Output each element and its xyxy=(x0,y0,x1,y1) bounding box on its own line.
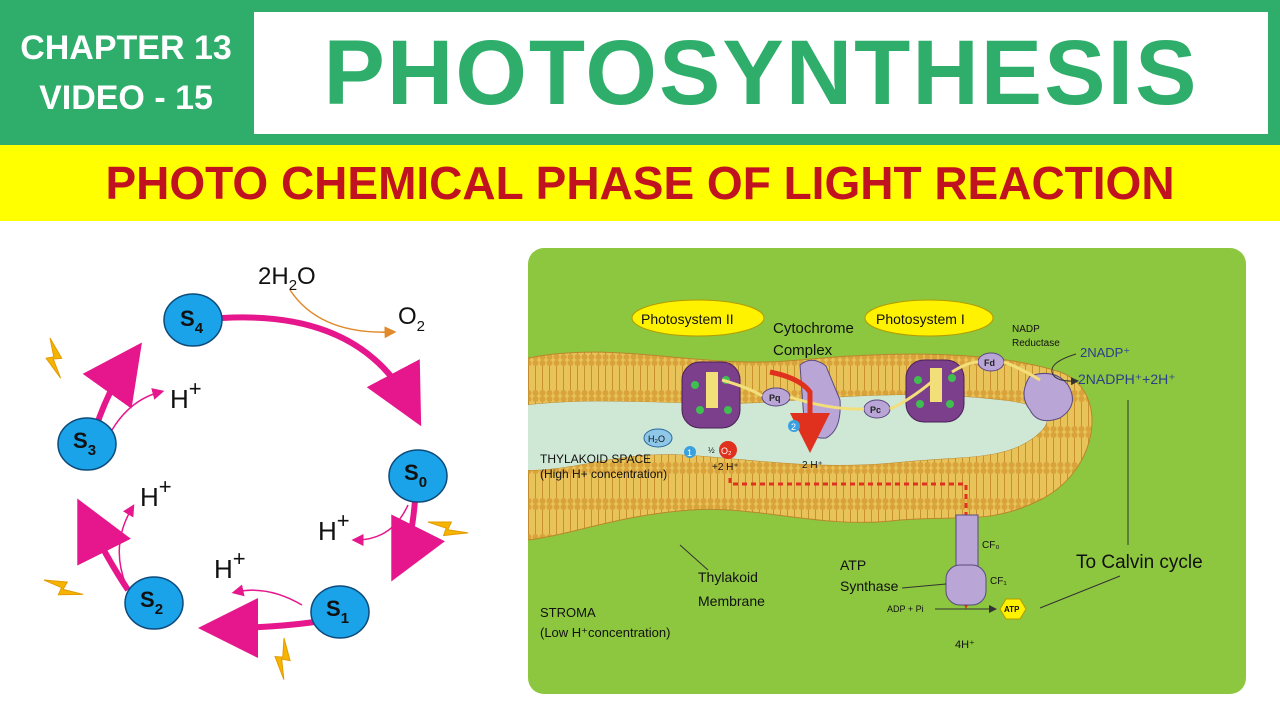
state-s2: S2 xyxy=(124,576,184,630)
h2o-bubble xyxy=(643,428,673,448)
state-s0: S0 xyxy=(388,449,448,503)
proton-arrow-s3 xyxy=(111,388,165,431)
chapter-label: CHAPTER 13 xyxy=(20,28,232,67)
electron-path xyxy=(721,360,1041,411)
cf1-label: CF₁ xyxy=(990,576,1007,587)
plus-2h-label: +2 H⁺ xyxy=(712,462,739,473)
calvin-cycle-label: To Calvin cycle xyxy=(1076,552,1203,573)
atp-synthase-pointer-line xyxy=(901,583,947,589)
h2o-label: H₂O xyxy=(648,434,665,444)
svg-text:S2: S2 xyxy=(140,587,163,618)
water-label: 2H2O xyxy=(258,263,316,294)
page-title: PHOTOSYNTHESIS xyxy=(254,12,1268,134)
light-flash-icon xyxy=(43,570,84,604)
four-h-label: 4H⁺ xyxy=(955,639,975,651)
proton-label-s0: H+ xyxy=(318,508,350,546)
chapter-info: CHAPTER 13 VIDEO - 15 xyxy=(0,0,252,145)
cf0-label: CF₀ xyxy=(982,540,999,551)
state-s3: S3 xyxy=(57,417,117,471)
svg-text:Photosystem I: Photosystem I xyxy=(876,311,965,327)
photosystem-ii-complex xyxy=(681,361,741,429)
adp-pi-label: ADP + Pi xyxy=(887,604,924,614)
header-bar: CHAPTER 13 VIDEO - 15 PHOTOSYNTHESIS xyxy=(0,0,1280,145)
svg-text:S3: S3 xyxy=(73,428,96,459)
svg-text:Photosystem II: Photosystem II xyxy=(641,311,734,327)
oxygen-release-arrow xyxy=(289,289,397,339)
svg-text:S4: S4 xyxy=(180,306,204,337)
arrow-s0-s1 xyxy=(391,499,445,582)
thylakoid-space-label: THYLAKOID SPACE(High H+ concentration) xyxy=(540,452,667,481)
svg-text:S0: S0 xyxy=(404,460,427,491)
nadp-input-label: 2NADP⁺ xyxy=(1080,345,1130,360)
proton-label-s1: H+ xyxy=(214,546,246,584)
light-flash-icon xyxy=(34,337,77,379)
subtitle-banner: PHOTO CHEMICAL PHASE OF LIGHT REACTION xyxy=(0,145,1280,221)
svg-text:ATP: ATP xyxy=(1004,605,1020,614)
stroma-label: STROMA(Low H⁺concentration) xyxy=(540,605,670,640)
fd-label: Fd xyxy=(984,358,995,368)
step-2-label: 2 xyxy=(791,422,796,432)
svg-text:S1: S1 xyxy=(326,596,349,627)
half-label: ½ xyxy=(708,446,715,455)
atp-badge: ATP xyxy=(999,598,1027,620)
pq-label: Pq xyxy=(769,393,781,403)
arrow-s1-s2 xyxy=(198,597,316,658)
nadp-reductase-complex xyxy=(1023,373,1073,422)
photosystem-ii-callout: Photosystem II xyxy=(631,299,765,337)
oxygen-label: O2 xyxy=(398,303,425,335)
arrow-s3-s4 xyxy=(82,342,142,431)
proton-arrow-s0 xyxy=(351,504,409,546)
video-label: VIDEO - 15 xyxy=(39,78,213,117)
membrane-pointer-line xyxy=(679,544,709,571)
cytochrome-proton-arrow xyxy=(769,369,830,453)
step-1-label: 1 xyxy=(687,448,692,458)
arrow-s4-s0 xyxy=(221,314,422,427)
state-s1: S1 xyxy=(310,585,370,639)
pc-label: Pc xyxy=(870,405,881,415)
nadph-output-label: 2NADPH⁺+2H⁺ xyxy=(1078,371,1176,387)
proton-label-s2: H+ xyxy=(140,474,172,512)
two-h-label: 2 H⁺ xyxy=(802,460,823,471)
thylakoid-membrane-diagram: Pq Pc Fd Photosystem II Photosystem I Cy… xyxy=(528,248,1246,694)
arrow-s2-s3 xyxy=(77,498,131,592)
proton-arrow-s1 xyxy=(231,584,303,606)
light-flash-icon xyxy=(263,637,305,681)
photosystem-i-callout: Photosystem I xyxy=(864,299,994,337)
state-s4: S4 xyxy=(163,293,223,347)
atp-synthase-complex xyxy=(945,514,987,606)
nadp-conversion-arrow xyxy=(1051,353,1079,386)
o2-label: O₂ xyxy=(721,446,732,456)
atp-to-calvin-line xyxy=(1039,575,1121,609)
step-1-marker xyxy=(684,446,696,458)
light-flash-icon xyxy=(427,509,469,546)
proton-label-s3: H+ xyxy=(170,376,202,414)
step-2-marker xyxy=(788,420,800,432)
proton-arrow-s2 xyxy=(118,504,135,586)
photosystem-i-complex xyxy=(905,359,965,423)
s-state-cycle-diagram: S4 S0 S1 S2 S3 2H2O O2 H+ H+ H+ H+ xyxy=(34,263,469,681)
o2-bubble xyxy=(719,441,737,459)
